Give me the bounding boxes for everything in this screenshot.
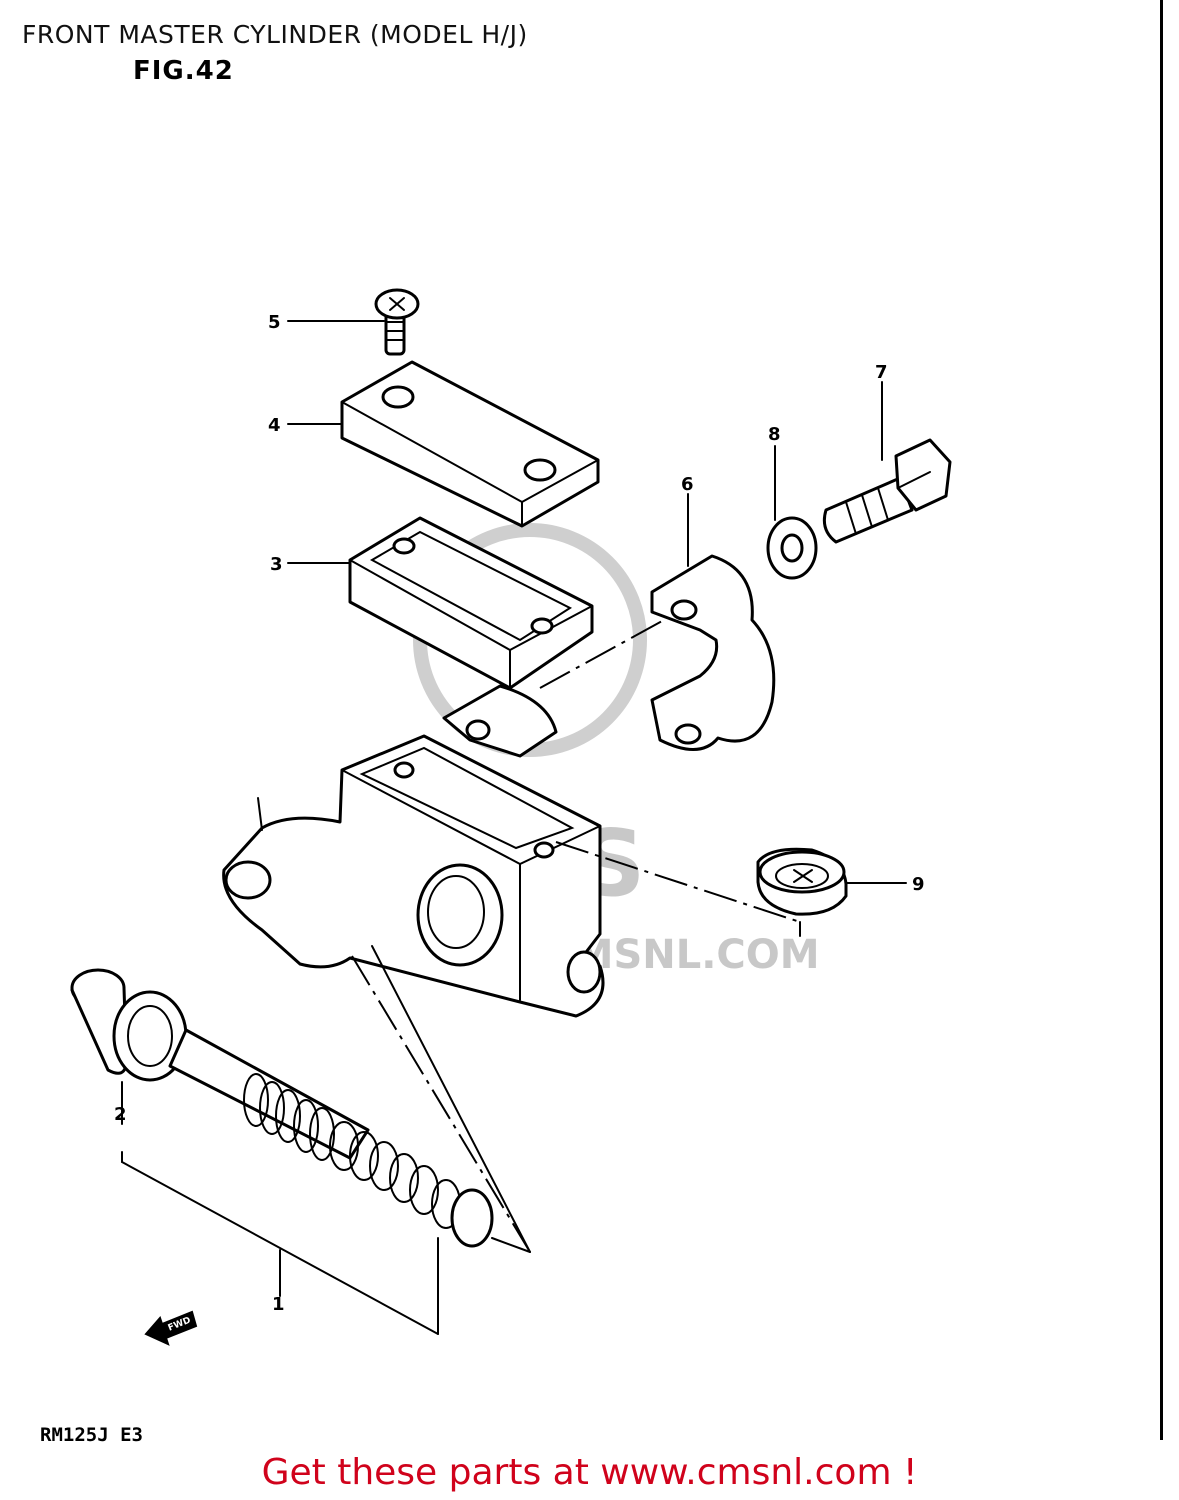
model-code: RM125J E3: [40, 1424, 143, 1446]
master-cylinder-body: [222, 684, 605, 1018]
callout-leaders: [121, 320, 907, 1335]
assembly-lines: [351, 619, 801, 1253]
callout-1: 1: [272, 1294, 285, 1315]
fwd-arrow-icon: FWD: [144, 1310, 198, 1346]
part-6-clamp: [650, 554, 776, 751]
part-8-washer: [766, 516, 818, 580]
part-5-screw: [374, 288, 420, 356]
callout-7: 7: [875, 362, 888, 383]
callout-2: 2: [114, 1104, 127, 1125]
part-4-reservoir-cap: [340, 360, 600, 528]
parts-link[interactable]: Get these parts at www.cmsnl.com !: [261, 1452, 918, 1493]
part-3-diaphragm: [348, 516, 594, 690]
part-9-boot: [756, 847, 848, 916]
piston-assembly: [70, 968, 494, 1248]
callout-3: 3: [270, 554, 283, 575]
callout-9: 9: [912, 874, 925, 895]
part-7-bolt: [822, 438, 952, 544]
right-border-rule: [1160, 0, 1163, 1440]
callout-4: 4: [268, 415, 281, 436]
callout-5: 5: [268, 312, 281, 333]
callout-8: 8: [768, 424, 781, 445]
figure-number: FIG.42: [133, 56, 234, 86]
page-title: FRONT MASTER CYLINDER (MODEL H/J): [22, 20, 528, 49]
callout-6: 6: [681, 474, 694, 495]
